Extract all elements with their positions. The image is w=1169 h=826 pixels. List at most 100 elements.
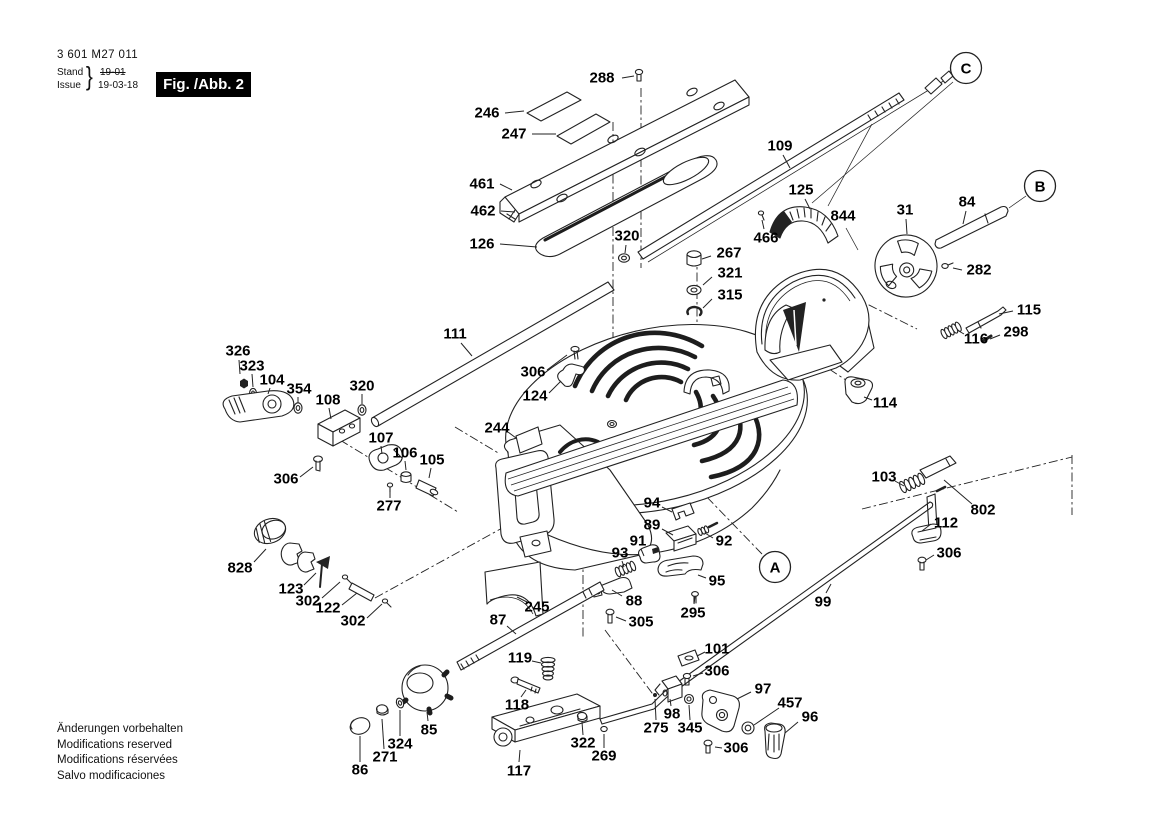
note-de: Änderungen vorbehalten	[57, 723, 183, 735]
part-label-118: 118	[505, 697, 529, 714]
leader-line	[704, 532, 714, 539]
note-en: Modifications reserved	[57, 738, 173, 751]
leader-line	[404, 460, 407, 471]
note-fr: Modifications réservées	[57, 754, 178, 766]
document-number: 3 601 M27 011	[57, 49, 139, 61]
part-label-93: 93	[612, 545, 629, 562]
leader-line	[507, 431, 517, 439]
part-label-457: 457	[777, 695, 802, 712]
leader-line	[381, 718, 385, 750]
leader-line	[500, 210, 516, 213]
part-label-306: 306	[520, 364, 545, 381]
leader-line	[714, 746, 723, 749]
rod-99	[599, 501, 934, 725]
spring-103-rod-802	[899, 455, 957, 494]
part-label-295: 295	[680, 605, 705, 622]
leader-line	[299, 466, 314, 478]
revision-brace: }	[85, 61, 93, 91]
leader-line	[506, 625, 517, 635]
leader-line	[518, 749, 521, 763]
screw-302-part-b	[381, 598, 392, 608]
leader-line	[921, 523, 932, 532]
leader-line	[654, 698, 657, 721]
leader-line	[303, 572, 317, 586]
leader-line	[615, 616, 627, 622]
leader-line	[943, 479, 973, 505]
leader-line	[520, 689, 527, 698]
knob-96-part	[764, 722, 786, 760]
leader-line	[962, 210, 967, 225]
part-label-103: 103	[871, 469, 896, 486]
carrier-assembly	[349, 656, 608, 747]
handwheel-31	[874, 234, 938, 298]
part-label-124: 124	[522, 388, 548, 405]
part-label-115: 115	[1017, 302, 1041, 319]
part-label-111: 111	[443, 326, 466, 343]
rod-84-assembly	[934, 205, 1009, 269]
part-label-126: 126	[469, 236, 494, 253]
leader-line	[366, 603, 383, 619]
leader-line	[253, 548, 267, 563]
nut-269-part	[600, 725, 608, 733]
cap-86-part	[349, 717, 371, 735]
part-label-84: 84	[959, 194, 976, 211]
leader-line	[611, 589, 623, 597]
screw-282-part	[941, 262, 954, 269]
part-label-324: 324	[387, 736, 413, 753]
spring-119-part	[540, 656, 556, 681]
part-label-91: 91	[630, 533, 647, 550]
leader-line	[688, 704, 691, 721]
part-label-114: 114	[873, 395, 898, 412]
leader-line	[341, 592, 358, 606]
fence-assembly	[499, 68, 750, 258]
hook-124-part	[557, 345, 586, 388]
leader-line	[989, 334, 1001, 340]
part-label-277: 277	[376, 498, 401, 515]
part-label-119: 119	[508, 650, 532, 667]
spring-92-part	[697, 525, 710, 536]
part-label-354: 354	[286, 381, 312, 398]
leader-line	[621, 560, 625, 568]
issue-label: Issue	[57, 80, 81, 91]
nut-322-part	[576, 711, 588, 723]
saw-base	[495, 268, 875, 571]
part-label-85: 85	[421, 722, 438, 739]
part-label-315: 315	[717, 287, 742, 304]
screw-306-part-c	[917, 556, 927, 571]
leader-line	[621, 75, 635, 79]
part-label-322: 322	[570, 735, 595, 752]
part-label-302: 302	[340, 613, 365, 630]
leader-line	[693, 596, 696, 605]
screw-306-part-e	[703, 739, 713, 754]
leader-line	[669, 698, 672, 707]
callout-circle	[1023, 169, 1057, 203]
stand-label: Stand	[57, 67, 84, 78]
modifications-note: Änderungen vorbehalten Modifications res…	[57, 722, 183, 784]
nut-271-part	[375, 704, 389, 716]
plate-97-part	[701, 689, 740, 733]
part-label-31: 31	[897, 202, 914, 219]
leader-line	[624, 244, 627, 254]
leader-line	[546, 354, 568, 371]
bolt-118-part	[510, 676, 541, 694]
leader-line	[998, 310, 1014, 315]
part-label-105: 105	[419, 452, 444, 469]
callout-circle	[758, 550, 792, 584]
part-label-104: 104	[259, 372, 285, 389]
screw-277-part	[386, 482, 394, 493]
part-label-320: 320	[614, 228, 639, 245]
washer-457-part	[741, 721, 755, 735]
part-label-94: 94	[644, 495, 661, 512]
callout-letter: A	[770, 560, 781, 577]
detent-assembly	[591, 502, 719, 624]
leader-line	[697, 574, 707, 579]
part-label-88: 88	[626, 593, 643, 610]
leader-line	[782, 154, 791, 169]
rod-87-plate-245	[456, 561, 605, 671]
leader-line	[428, 467, 432, 479]
depth-rod-assembly	[637, 70, 954, 260]
leader-line	[661, 528, 674, 536]
part-label-306: 306	[936, 545, 961, 562]
screw-288-part	[634, 68, 644, 82]
